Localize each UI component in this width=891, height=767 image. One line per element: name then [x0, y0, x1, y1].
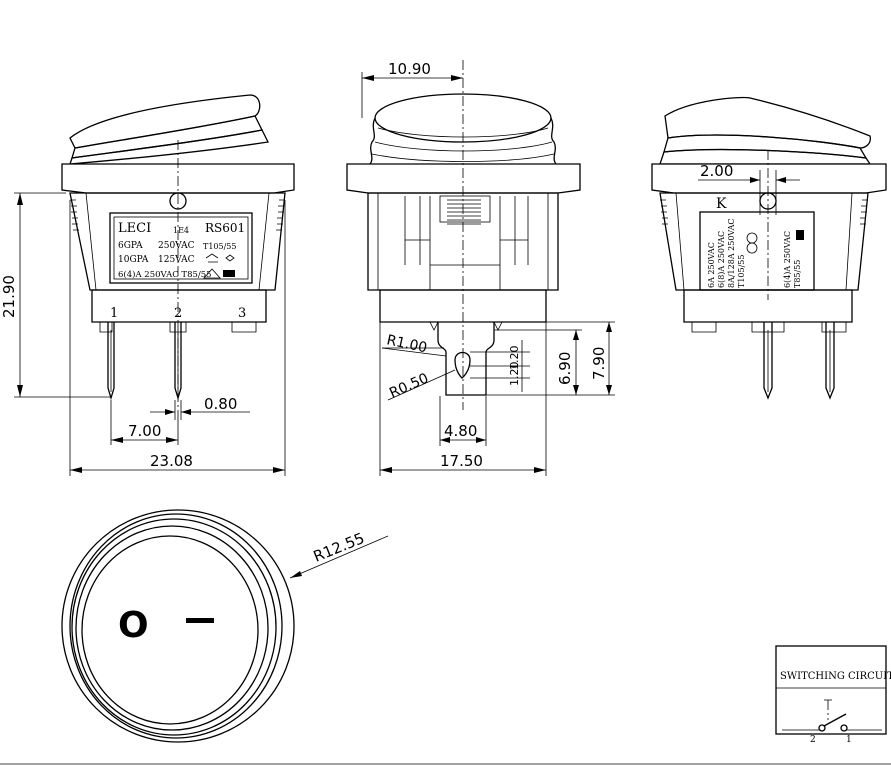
label-row2-mid: 125VAC	[158, 255, 195, 265]
front-serrations	[70, 199, 285, 231]
side-housing	[367, 192, 559, 291]
front-pin-2	[174, 322, 182, 401]
side-rocker-profile	[369, 117, 557, 165]
front-lamp-hole	[169, 192, 187, 210]
right-pin-inner	[767, 330, 831, 392]
top-rim-4	[75, 525, 269, 731]
dim-top-width: 10.90	[388, 60, 431, 78]
circuit-contact-2	[818, 724, 826, 732]
right-dimensions: 2.00	[698, 162, 800, 215]
circuit-pin-1: 1	[846, 735, 852, 745]
dim-pin-offset: 2.00	[700, 162, 733, 180]
dim-depth-1: 6.90	[556, 352, 574, 385]
dim-radius-large: R1.00	[385, 332, 428, 356]
side-internal-box	[439, 195, 491, 223]
right-housing	[659, 192, 869, 291]
circuit-frame	[775, 645, 887, 735]
dim-round-leader	[289, 535, 389, 579]
front-dimensions: 21.90 0.80 7.00 23.08	[0, 192, 286, 476]
label-row2-left: 10GPA	[118, 255, 149, 265]
circuit-actuator	[824, 699, 832, 720]
top-rim-2	[69, 513, 283, 739]
circuit-switch-arm	[823, 713, 847, 727]
dim-height: 21.90	[0, 275, 18, 318]
right-cert-marks-icon	[746, 230, 804, 254]
dim-side-width: 17.50	[440, 452, 483, 470]
front-view: LECI 1E4 RS601 6GPA 250VAC T105/55 10GPA…	[61, 94, 295, 420]
top-outer-rim	[61, 509, 295, 743]
front-pin-1	[107, 322, 115, 401]
right-pin-1	[763, 322, 773, 400]
front-housing	[69, 192, 286, 291]
pin-label-3: 3	[238, 306, 246, 321]
switching-circuit: SWITCHING CIRCUIT 2 1	[775, 645, 891, 745]
pin-label-1: 1	[110, 306, 118, 321]
circuit-contact-1	[840, 724, 848, 732]
label-model: RS601	[205, 221, 245, 235]
label-row1-right: T105/55	[203, 242, 236, 251]
label-code: 1E4	[173, 226, 189, 235]
front-rocker-ring	[69, 129, 269, 165]
front-pin-inner	[110, 330, 179, 392]
circuit-title: SWITCHING CIRCUIT	[780, 671, 891, 682]
right-bezel	[651, 163, 887, 194]
front-label-inner	[113, 216, 249, 280]
right-label-col4: T105/55	[737, 255, 746, 288]
dim-pin-width: 0.80	[204, 395, 237, 413]
symbol-on-icon	[186, 618, 214, 623]
dim-radius-small: R0.50	[387, 370, 431, 401]
dim-terminal-width: 4.80	[444, 422, 477, 440]
right-pin-bosses	[691, 322, 847, 333]
side-dimensions: 10.90 R1.00 R0.50 1.20 1.20 6.90 7.90 4.…	[361, 60, 615, 476]
right-rocker-top	[664, 96, 871, 149]
dim-slot-2: 1.20	[508, 362, 521, 387]
right-housing-inner	[675, 192, 853, 291]
symbol-off-icon: O	[118, 605, 149, 646]
dim-body-width: 23.08	[150, 452, 193, 470]
label-row1-left: 6GPA	[118, 241, 143, 251]
side-knurl	[447, 199, 481, 225]
top-view: O R12.55	[61, 509, 389, 743]
right-label-col5: 6(4)A 250VAC	[783, 231, 792, 288]
side-internal-lines	[405, 239, 528, 266]
side-view	[346, 60, 581, 410]
right-serrations	[660, 199, 868, 225]
label-row1-mid: 250VAC	[158, 241, 195, 251]
right-label-col6: T85/55	[793, 260, 802, 288]
circuit-pin-2: 2	[810, 735, 816, 745]
dim-depth-2: 7.90	[590, 347, 608, 380]
front-housing-inner	[85, 192, 270, 291]
dim-slot-1: 1.20	[508, 346, 521, 371]
right-label-col3: 8A/128A 250VAC	[727, 218, 736, 288]
right-rocker-ring	[659, 148, 872, 165]
right-label-col1: 6A 250VAC	[707, 242, 716, 288]
dim-round-radius: R12.55	[311, 529, 367, 566]
top-rocker-face	[81, 535, 259, 725]
right-pin-2	[825, 322, 835, 400]
pin-label-2: 2	[174, 306, 182, 321]
right-label-col2: 6(8)A 250VAC	[717, 231, 726, 288]
dim-pin-pitch: 7.00	[128, 422, 161, 440]
right-label-mark: K	[716, 196, 727, 212]
side-rocker-rings	[371, 127, 555, 162]
side-terminal-tabs	[429, 321, 503, 331]
front-label-frame	[109, 212, 253, 284]
certification-marks-icon	[203, 253, 235, 279]
side-terminal-hole	[454, 351, 471, 379]
label-row3: 6(4)A 250VAC T85/55	[118, 269, 212, 280]
side-housing-inner	[377, 193, 549, 290]
right-view: K 6A 250VAC 6(8)A 250VAC 8A/128A 250VAC …	[651, 96, 887, 400]
right-base	[683, 289, 853, 323]
side-terminal	[437, 322, 495, 396]
front-base	[91, 289, 267, 323]
label-brand: LECI	[118, 221, 151, 236]
side-bezel	[346, 163, 581, 194]
top-rim-3	[71, 518, 277, 736]
side-internal	[404, 196, 529, 290]
